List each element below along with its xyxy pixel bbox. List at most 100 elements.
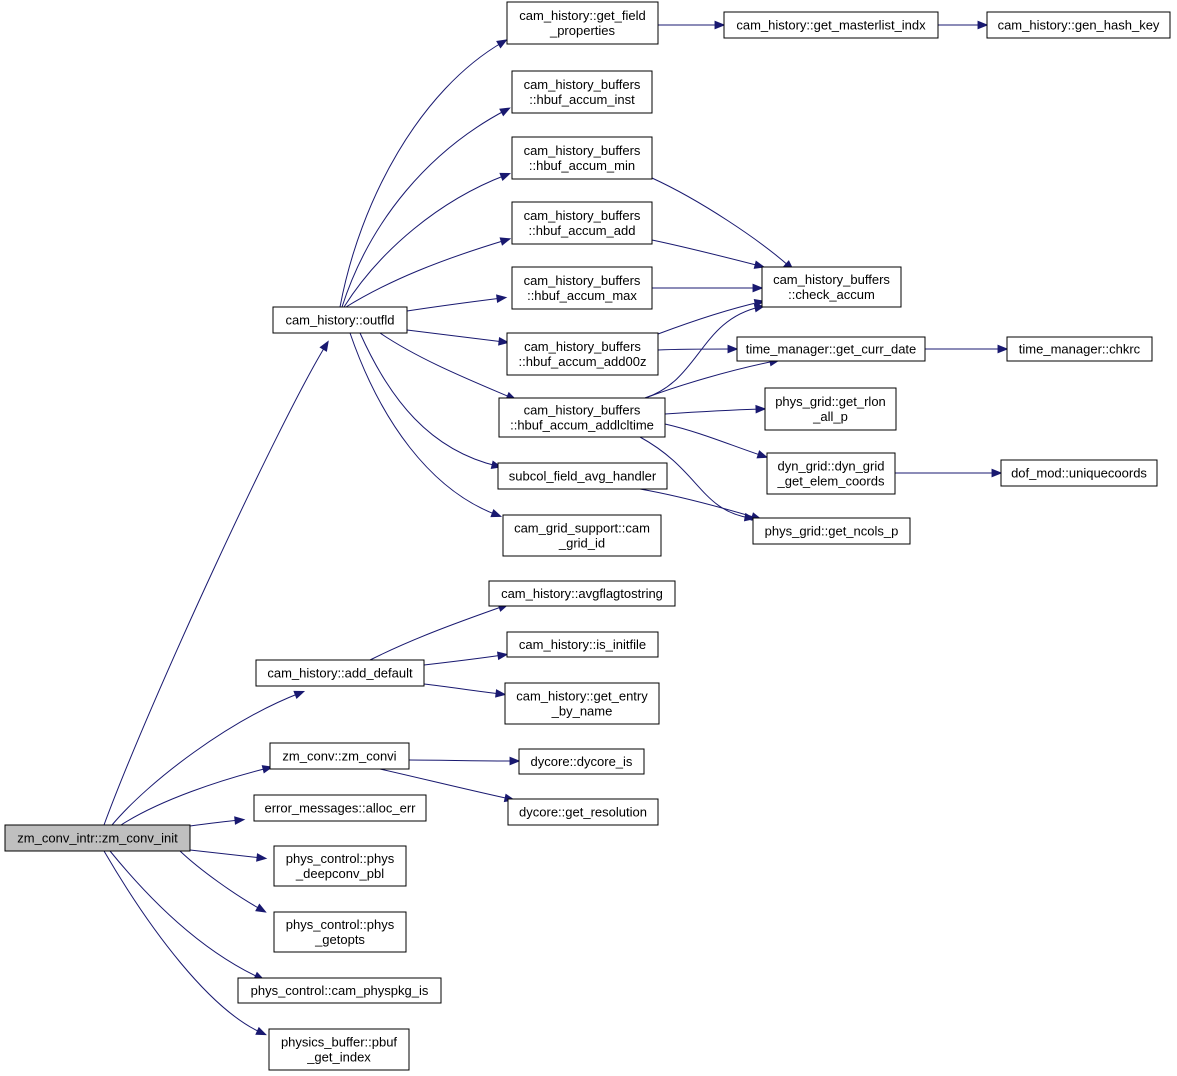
node-label-line: cam_history_buffers [524, 403, 641, 418]
node-getres[interactable]: dycore::get_resolution [507, 798, 659, 826]
edge-line [189, 849, 263, 859]
node-box [506, 1, 659, 45]
node-deeppbl[interactable]: phys_control::phys_deepconv_pbl [273, 845, 407, 887]
node-label-line: _properties [549, 23, 616, 38]
edge-line [423, 654, 504, 666]
edge-root-to-deeppbl [189, 849, 268, 862]
edge-getfield-to-masterlist [658, 20, 726, 30]
edge-line [406, 329, 505, 343]
edge-accmax-to-checkacc [652, 283, 764, 293]
node-label-line: cam_history::get_entry [516, 689, 648, 704]
node-getopts[interactable]: phys_control::phys_getopts [273, 911, 407, 953]
node-label-line: cam_history_buffers [773, 272, 890, 287]
node-outfld[interactable]: cam_history::outfld [272, 306, 408, 334]
node-rlon[interactable]: phys_grid::get_rlon_all_p [764, 387, 897, 431]
node-checkacc[interactable]: cam_history_buffers::check_accum [761, 266, 902, 308]
node-label-line: _deepconv_pbl [295, 866, 384, 881]
arrowhead-icon [256, 853, 268, 862]
edge-root-to-pbufidx [103, 850, 267, 1036]
node-label-line: zm_conv_intr::zm_conv_init [17, 831, 178, 846]
arrowhead-icon [490, 509, 503, 518]
edge-line [103, 344, 327, 826]
edge-line [339, 41, 504, 308]
arrowhead-icon [977, 20, 989, 30]
edge-line [651, 177, 791, 268]
node-box [511, 136, 653, 180]
arrowhead-icon [496, 651, 509, 661]
node-physpkg[interactable]: phys_control::cam_physpkg_is [237, 977, 442, 1004]
node-box [268, 1028, 410, 1071]
node-initfile[interactable]: cam_history::is_initfile [506, 631, 659, 658]
node-accmax[interactable]: cam_history_buffers::hbuf_accum_max [511, 266, 653, 310]
node-box [4, 824, 191, 852]
arrowhead-icon [727, 344, 739, 354]
node-avgflag[interactable]: cam_history::avgflagtostring [488, 580, 676, 607]
node-label-line: ::hbuf_accum_inst [529, 92, 635, 107]
node-pbufidx[interactable]: physics_buffer::pbuf_get_index [268, 1028, 410, 1071]
node-adddef[interactable]: cam_history::add_default [255, 659, 425, 687]
node-root[interactable]: zm_conv_intr::zm_conv_init [4, 824, 191, 852]
node-zmconvi[interactable]: zm_conv::zm_convi [269, 742, 410, 770]
node-label-line: dof_mod::uniquecoords [1011, 466, 1147, 481]
node-accinst[interactable]: cam_history_buffers::hbuf_accum_inst [511, 70, 653, 114]
edge-line [379, 768, 511, 800]
node-label-line: cam_history::is_initfile [519, 637, 646, 652]
edge-addlcl-to-currdate [644, 357, 781, 399]
edge-line [111, 692, 301, 826]
node-allocerr[interactable]: error_messages::alloc_err [253, 794, 427, 822]
node-masterlist[interactable]: cam_history::get_masterlist_indx [723, 11, 939, 39]
node-currdate[interactable]: time_manager::get_curr_date [736, 336, 926, 362]
node-label-line: cam_history::avgflagtostring [501, 586, 663, 601]
node-label-line: cam_history_buffers [524, 339, 641, 354]
node-subcol[interactable]: subcol_field_avg_handler [497, 462, 668, 490]
node-getentry[interactable]: cam_history::get_entry_by_name [504, 682, 660, 725]
edge-accadd-to-checkacc [651, 239, 766, 269]
node-label-line: cam_history_buffers [524, 143, 641, 158]
arrowhead-icon [499, 237, 512, 246]
edge-root-to-physpkg [109, 850, 265, 981]
node-label-line: phys_grid::get_ncols_p [765, 524, 899, 539]
node-label-line: dycore::get_resolution [519, 805, 647, 820]
edge-line [379, 332, 513, 399]
arrowhead-icon [756, 450, 769, 459]
node-box [253, 794, 427, 822]
node-ncols[interactable]: phys_grid::get_ncols_p [752, 517, 911, 545]
node-dycoreis[interactable]: dycore::dycore_is [518, 748, 645, 775]
node-addlcl[interactable]: cam_history_buffers::hbuf_accum_addlclti… [498, 397, 666, 438]
edge-line [644, 306, 761, 399]
node-gridid[interactable]: cam_grid_support::cam_grid_id [502, 514, 662, 557]
node-box [1006, 336, 1153, 362]
node-label-line: cam_history::gen_hash_key [998, 18, 1160, 33]
node-uniq[interactable]: dof_mod::uniquecoords [1000, 459, 1158, 487]
edge-line [359, 332, 498, 467]
node-label-line: _all_p [812, 409, 848, 424]
node-box [502, 514, 662, 557]
node-label-line: ::hbuf_accum_add00z [519, 354, 647, 369]
edge-outfld-to-add00z [406, 329, 510, 346]
node-accmin[interactable]: cam_history_buffers::hbuf_accum_min [511, 136, 653, 180]
node-box [272, 306, 408, 334]
node-label-line: ::check_accum [788, 287, 875, 302]
node-accadd[interactable]: cam_history_buffers::hbuf_accum_add [511, 201, 653, 245]
node-box [269, 742, 410, 770]
node-label-line: ::hbuf_accum_addlcltime [510, 418, 654, 433]
edge-outfld-to-subcol [359, 332, 503, 469]
edge-line [120, 767, 269, 826]
node-label-line: ::hbuf_accum_min [529, 158, 635, 173]
arrowhead-icon [755, 404, 767, 414]
node-getfield[interactable]: cam_history::get_field_properties [506, 1, 659, 45]
edge-accmin-to-checkacc [651, 177, 795, 271]
arrowhead-icon [499, 172, 512, 181]
edge-line [664, 408, 762, 415]
edge-line [406, 297, 503, 312]
edge-line [651, 239, 761, 267]
node-genhash[interactable]: cam_history::gen_hash_key [986, 11, 1171, 39]
node-box [497, 462, 668, 490]
node-dyngrid[interactable]: dyn_grid::dyn_grid_get_elem_coords [766, 452, 896, 495]
edge-outfld-to-addlcl [379, 332, 517, 401]
node-chkrc[interactable]: time_manager::chkrc [1006, 336, 1153, 362]
edge-line [103, 850, 263, 1034]
node-add00z[interactable]: cam_history_buffers::hbuf_accum_add00z [506, 332, 659, 376]
node-label-line: cam_history::add_default [267, 666, 413, 681]
